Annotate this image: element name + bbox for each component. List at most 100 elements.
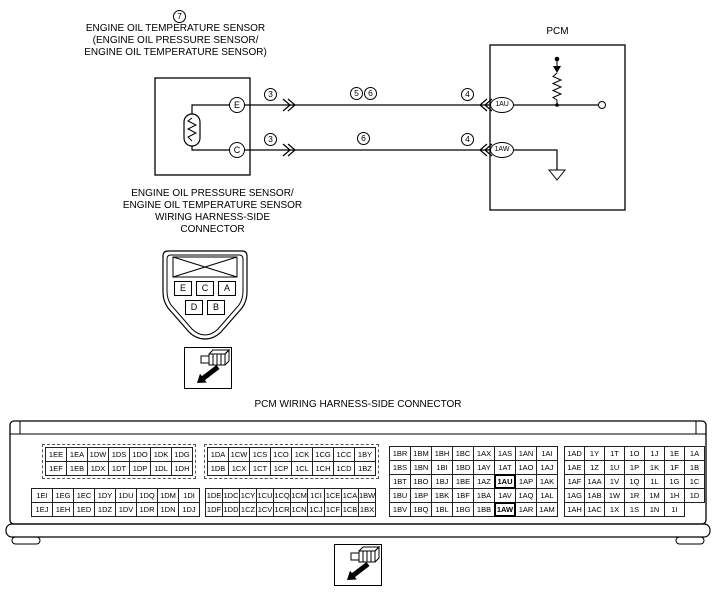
pin-1CI: 1CI (307, 488, 325, 503)
pcm-housing-ear-right (675, 536, 705, 545)
pin-1DL: 1DL (150, 461, 172, 476)
connector-view-icon-art (347, 545, 381, 580)
view-direction-arrow-icon (197, 365, 220, 383)
pin-1CF: 1CF (324, 502, 342, 517)
pin-1CY: 1CY (239, 488, 257, 503)
pin-1DE: 1DE (205, 488, 223, 503)
pin-1DA: 1DA (207, 447, 229, 462)
pin-1Y: 1Y (584, 446, 605, 461)
pin-1CX: 1CX (228, 461, 250, 476)
pin-1DF: 1DF (205, 502, 223, 517)
pin-1BN: 1BN (410, 460, 432, 475)
sensor-connector-outline (162, 250, 248, 340)
pin-1AA: 1AA (584, 474, 605, 489)
pin-1DS: 1DS (108, 447, 130, 462)
callout-7: 7 (173, 10, 186, 23)
marker-4-bottom: 4 (461, 133, 474, 146)
pin-1DK: 1DK (150, 447, 172, 462)
pin-1BZ: 1BZ (354, 461, 376, 476)
pin-1BS: 1BS (389, 460, 411, 475)
pin-1EE: 1EE (45, 447, 67, 462)
pin-1AY: 1AY (473, 460, 495, 475)
pin-1AC: 1AC (584, 502, 605, 517)
pin-A: A (218, 281, 236, 296)
pin-1CH: 1CH (312, 461, 334, 476)
pin-1EA: 1EA (66, 447, 88, 462)
thermistor-body (183, 113, 201, 147)
view-direction-arrow-icon (347, 562, 370, 580)
pin-1AL: 1AL (536, 488, 558, 503)
pin-1BK: 1BK (431, 488, 453, 503)
pin-1I: 1I (664, 502, 685, 517)
sensor-connector-title-line-1: ENGINE OIL PRESSURE SENSOR/ (131, 188, 294, 199)
pin-1DH: 1DH (171, 461, 193, 476)
pin-1BJ: 1BJ (431, 474, 453, 489)
pin-1DW: 1DW (87, 447, 109, 462)
pcm-housing-bottom-band (5, 523, 711, 538)
sensor-connector-title-line-3: WIRING HARNESS-SIDE (154, 212, 270, 223)
pcm-housing-ear-left (11, 536, 41, 545)
pin-1BI: 1BI (431, 460, 453, 475)
pin-1EJ: 1EJ (31, 502, 53, 517)
pin-1C: 1C (684, 474, 705, 489)
pin-1EH: 1EH (52, 502, 74, 517)
marker-4-top: 4 (461, 88, 474, 101)
pin-1BW: 1BW (358, 488, 376, 503)
pin-1CZ: 1CZ (239, 502, 257, 517)
pin-1T: 1T (604, 446, 625, 461)
sensor-connector-title-line-2: ENGINE OIL TEMPERATURE SENSOR (122, 200, 303, 211)
connector-keyway-box (172, 256, 238, 278)
pin-1BE: 1BE (452, 474, 474, 489)
connector-view-icon (184, 347, 232, 389)
pin-1DN: 1DN (157, 502, 179, 517)
pin-1O: 1O (624, 446, 645, 461)
pin-1J: 1J (644, 446, 665, 461)
pin-1EG: 1EG (52, 488, 74, 503)
pin-1Q: 1Q (624, 474, 645, 489)
pin-1CV: 1CV (256, 502, 274, 517)
pin-1AK: 1AK (536, 474, 558, 489)
pin-1DP: 1DP (129, 461, 151, 476)
pin-D: D (185, 300, 203, 315)
marker-6-top: 6 (364, 87, 377, 100)
pin-1AG: 1AG (564, 488, 585, 503)
sensor-connector-title-line-4: CONNECTOR (180, 224, 245, 235)
pin-1EF: 1EF (45, 461, 67, 476)
pin-1BD: 1BD (452, 460, 474, 475)
pin-1CO: 1CO (270, 447, 292, 462)
pin-1CS: 1CS (249, 447, 271, 462)
pin-1CP: 1CP (270, 461, 292, 476)
pin-1BF: 1BF (452, 488, 474, 503)
sensor-title: ENGINE OIL TEMPERATURE SENSOR (ENGINE OI… (58, 23, 293, 59)
sensor-connector-title: ENGINE OIL PRESSURE SENSOR/ ENGINE OIL T… (95, 188, 330, 236)
sensor-pin-c: C (229, 142, 245, 158)
pin-1M: 1M (644, 488, 665, 503)
pin-1R: 1R (624, 488, 645, 503)
open-terminal-circle (598, 101, 606, 109)
pin-1G: 1G (664, 474, 685, 489)
pin-1CT: 1CT (249, 461, 271, 476)
pcm-label: PCM (546, 26, 569, 37)
pin-1BC: 1BC (452, 446, 474, 461)
pin-1BU: 1BU (389, 488, 411, 503)
pin-1AE: 1AE (564, 460, 585, 475)
pin-1AR: 1AR (515, 502, 537, 517)
connector-keyway-cross (172, 256, 238, 278)
pin-1CK: 1CK (291, 447, 313, 462)
pin-1BP: 1BP (410, 488, 432, 503)
pin-1BX: 1BX (358, 502, 376, 517)
